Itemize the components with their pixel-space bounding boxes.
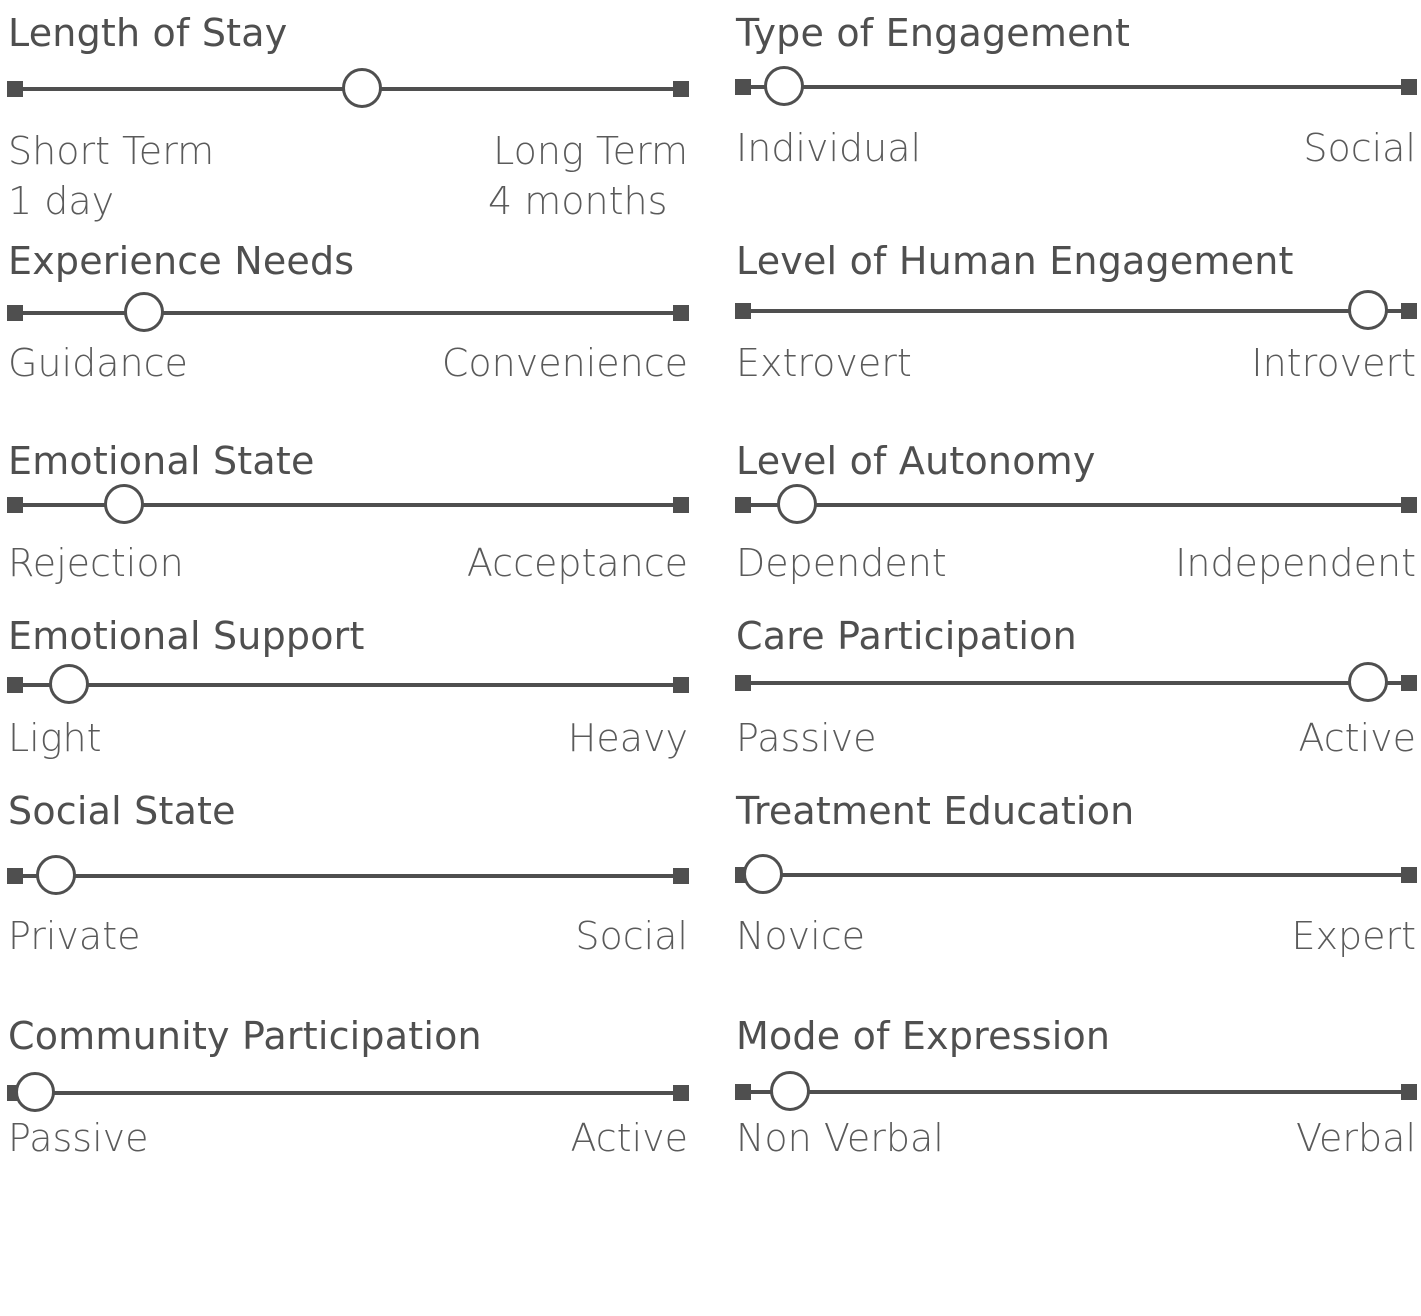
- slider-title: Length of Stay: [8, 11, 288, 55]
- track-start-cap: [735, 79, 751, 95]
- slider-track[interactable]: [735, 1071, 1417, 1111]
- track-end-cap: [1401, 303, 1417, 319]
- slider-title: Experience Needs: [8, 239, 355, 283]
- slider-left-label: Individual: [736, 126, 922, 170]
- slider-title: Emotional Support: [8, 614, 365, 658]
- slider-right-label: Heavy: [567, 716, 688, 760]
- track-end-cap: [673, 497, 689, 513]
- slider-thumb[interactable]: [15, 1072, 56, 1112]
- slider-right-label: Independent: [1175, 541, 1416, 585]
- slider-right-label: Convenience: [441, 341, 688, 385]
- track-start-cap: [7, 868, 23, 884]
- slider-right-label: Active: [1298, 716, 1416, 760]
- slider-thumb[interactable]: [124, 292, 164, 332]
- slider-left-label: Private: [8, 914, 141, 958]
- track-start-cap: [735, 1084, 751, 1100]
- slider-left-label: Dependent: [736, 541, 947, 585]
- slider-left-label: Light: [8, 716, 102, 760]
- slider-right-label: Active: [570, 1116, 688, 1160]
- slider-right-label: Long Term: [493, 129, 688, 173]
- slider-right-label: Social: [1303, 126, 1416, 170]
- slider-left-label: Novice: [736, 914, 865, 958]
- track-end-cap: [1401, 867, 1417, 883]
- track-start-cap: [7, 81, 23, 97]
- slider-right-label: Expert: [1291, 914, 1416, 958]
- slider-track[interactable]: [7, 855, 689, 895]
- slider-thumb[interactable]: [49, 664, 90, 704]
- slider-left-sublabel: 1 day: [8, 179, 115, 223]
- track-start-cap: [7, 305, 23, 321]
- track-end-cap: [1401, 675, 1417, 691]
- slider-track[interactable]: [735, 484, 1417, 524]
- slider-left-label: Non Verbal: [736, 1116, 944, 1160]
- slider-track[interactable]: [735, 290, 1417, 330]
- slider-track[interactable]: [7, 68, 689, 108]
- track-start-cap: [735, 497, 751, 513]
- slider-title: Emotional State: [8, 439, 315, 483]
- slider-right-sublabel: 4 months: [488, 179, 668, 223]
- slider-right-label: Verbal: [1295, 1116, 1416, 1160]
- track-end-cap: [673, 81, 689, 97]
- slider-thumb[interactable]: [763, 66, 804, 106]
- slider-thumb[interactable]: [1348, 290, 1389, 330]
- track-end-cap: [673, 1085, 689, 1101]
- slider-title: Social State: [8, 789, 236, 833]
- slider-right-label: Introvert: [1251, 341, 1416, 385]
- slider-left-label: Passive: [8, 1116, 149, 1160]
- track-end-cap: [1401, 497, 1417, 513]
- slider-title: Treatment Education: [736, 789, 1135, 833]
- slider-track[interactable]: [735, 662, 1417, 702]
- slider-thumb[interactable]: [743, 854, 784, 894]
- slider-title: Care Participation: [736, 614, 1077, 658]
- slider-track[interactable]: [7, 664, 689, 704]
- slider-track[interactable]: [7, 292, 689, 332]
- slider-thumb[interactable]: [777, 484, 818, 524]
- track-end-cap: [673, 677, 689, 693]
- slider-left-label: Short Term: [8, 129, 215, 173]
- slider-thumb[interactable]: [1348, 662, 1389, 702]
- track-start-cap: [735, 303, 751, 319]
- slider-track[interactable]: [735, 854, 1417, 894]
- track-start-cap: [7, 497, 23, 513]
- slider-title: Level of Human Engagement: [736, 239, 1294, 283]
- slider-thumb[interactable]: [770, 1071, 811, 1111]
- slider-track[interactable]: [7, 1072, 689, 1112]
- track-end-cap: [673, 305, 689, 321]
- slider-title: Type of Engagement: [736, 11, 1131, 55]
- slider-left-label: Extrovert: [736, 341, 912, 385]
- slider-right-label: Acceptance: [466, 541, 688, 585]
- track-end-cap: [1401, 79, 1417, 95]
- slider-track[interactable]: [735, 66, 1417, 106]
- slider-thumb[interactable]: [103, 484, 144, 524]
- track-end-cap: [673, 868, 689, 884]
- slider-left-label: Guidance: [8, 341, 188, 385]
- slider-left-label: Passive: [736, 716, 877, 760]
- slider-right-label: Social: [575, 914, 688, 958]
- slider-title: Level of Autonomy: [736, 439, 1096, 483]
- slider-track[interactable]: [7, 484, 689, 524]
- slider-title: Community Participation: [8, 1014, 482, 1058]
- slider-thumb[interactable]: [341, 68, 382, 108]
- track-start-cap: [735, 675, 751, 691]
- track-start-cap: [7, 677, 23, 693]
- slider-left-label: Rejection: [8, 541, 184, 585]
- slider-thumb[interactable]: [35, 855, 76, 895]
- track-end-cap: [1401, 1084, 1417, 1100]
- slider-title: Mode of Expression: [736, 1014, 1111, 1058]
